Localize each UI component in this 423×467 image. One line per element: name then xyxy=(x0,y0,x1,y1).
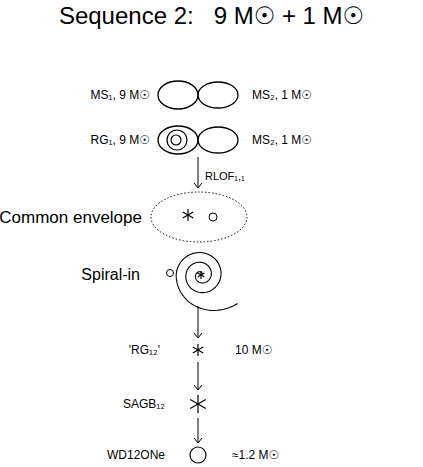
flow-arrow xyxy=(198,362,199,390)
stage-symbol xyxy=(158,81,238,109)
stage-label: WD12ONe xyxy=(107,449,165,461)
stage-label: Common envelope xyxy=(0,209,142,226)
stage-symbol xyxy=(193,344,203,356)
stage-label: MS₁, 9 M☉ xyxy=(91,89,150,101)
stage-shape xyxy=(0,445,423,465)
stage-symbol xyxy=(158,126,238,154)
stage-symbol xyxy=(190,395,206,413)
flow-arrow xyxy=(198,306,199,338)
mass-label: 10 M☉ xyxy=(235,344,272,356)
mass-label: MS₂, 1 M☉ xyxy=(252,89,312,101)
stage-shape xyxy=(0,392,423,416)
evolution-stage: 'RG₁₂' 10 M☉ xyxy=(0,340,423,360)
transfer-label: RLOF₁,₁ xyxy=(205,171,245,182)
evolution-stage: Spiral-in xyxy=(0,246,423,304)
evolution-stage: WD12ONe ≈1.2 M☉ xyxy=(0,445,423,465)
mass-label: ≈1.2 M☉ xyxy=(232,449,279,461)
stage-symbol xyxy=(190,447,206,463)
mass-label: MS₂, 1 M☉ xyxy=(252,134,312,146)
stage-shape xyxy=(0,246,423,304)
diagram-title: Sequence 2: 9 M☉ + 1 M☉ xyxy=(0,4,423,28)
stage-label: RG₁, 9 M☉ xyxy=(91,134,150,146)
stage-label: 'RG₁₂' xyxy=(129,344,160,356)
evolution-stage: RG₁, 9 M☉ MS₂, 1 M☉ xyxy=(0,125,423,155)
flow-arrow xyxy=(198,157,199,188)
stage-shape xyxy=(0,340,423,360)
stage-shape xyxy=(0,80,423,110)
stage-label: SAGB₁₂ xyxy=(123,398,165,410)
stage-symbol xyxy=(167,253,238,311)
evolution-stage: Common envelope xyxy=(0,190,423,244)
flow-arrow xyxy=(198,418,199,443)
stage-label: Spiral-in xyxy=(81,267,140,283)
stage-symbol xyxy=(151,192,247,242)
evolution-stage: MS₁, 9 M☉ MS₂, 1 M☉ xyxy=(0,80,423,110)
evolution-stage: SAGB₁₂ xyxy=(0,392,423,416)
stage-shape xyxy=(0,125,423,155)
